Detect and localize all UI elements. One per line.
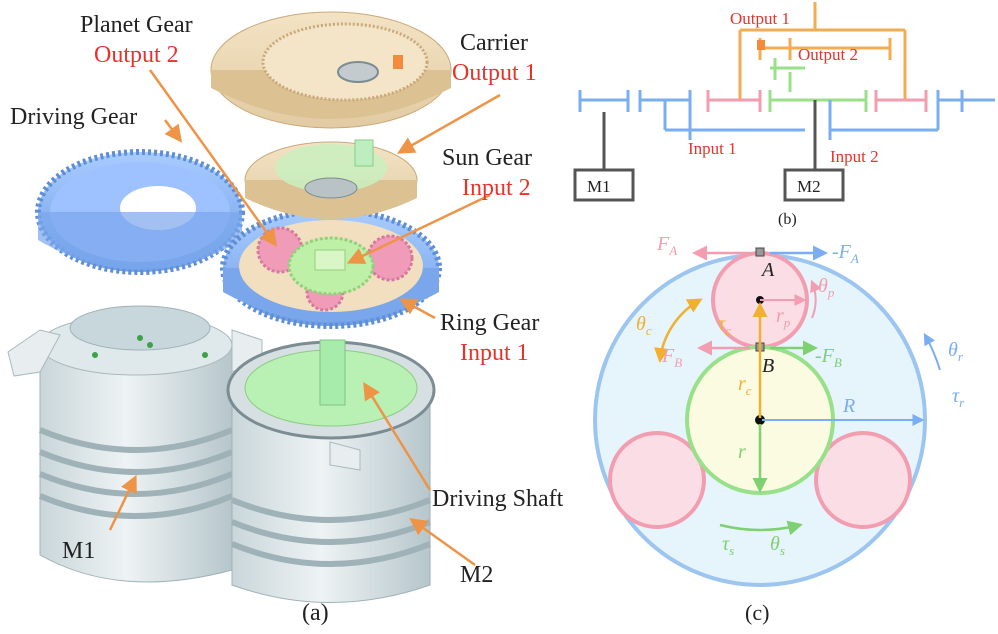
caption-c: (c) [745,600,769,625]
label-sun-gear: Sun Gear [442,145,532,171]
symbol-neg-fb: -FB [815,345,842,370]
m2-box [783,168,845,202]
caption-a: (a) [302,600,329,626]
label-sun-gear-role: Input 2 [462,175,531,201]
symbol-theta-p: θp [818,275,835,300]
label-m1: M1 [62,538,95,564]
symbol-big-r: R [842,395,855,417]
driving-gear-shape [35,149,245,275]
label-planet-gear: Planet Gear [80,12,193,38]
output-ring-shape [210,11,452,129]
symbol-r: r [738,441,746,463]
planet-gears [706,90,928,112]
label-driving-gear: Driving Gear [10,104,137,130]
symbol-rp: rp [776,305,791,330]
label-ring-gear-role: Input 1 [460,340,529,366]
symbol-fb: FB [661,345,682,370]
symbol-point-a: A [760,259,775,281]
symbol-fa: FA [656,233,677,258]
panel-b-labels: Output 1 Output 2 Input 1 Input 2 M1 M2 … [587,9,879,228]
label-ring-gear: Ring Gear [440,310,539,336]
planet-circle-right [814,431,912,529]
symbol-theta-s: θs [770,533,785,558]
contact-point-a [755,247,765,257]
label-planet-gear-role: Output 2 [94,42,179,68]
label-m2-schematic: M2 [797,177,821,196]
theta-s-arc [719,520,803,536]
motor-m1-body [7,305,263,583]
output2-marker [757,40,765,50]
symbol-tau-r: τr [952,385,965,410]
panel-a-illustration: Planet Gear Output 2 Carrier Output 1 Dr… [7,11,564,626]
label-m1-schematic: M1 [587,177,611,196]
symbol-neg-fa: -FA [832,241,859,266]
label-m2: M2 [460,562,493,588]
label-carrier: Carrier [460,30,528,56]
panel-c-diagram [593,245,941,587]
input1-path [578,90,995,140]
theta-c-arc [654,298,703,363]
symbol-rc: rc [738,373,752,398]
ring-gear-shape [220,207,442,329]
label-input2: Input 2 [830,147,879,166]
theta-r-arc [923,332,941,371]
sun-center [755,415,765,425]
label-input1: Input 1 [688,139,737,158]
panel-c-labels: FA -FA A θp rp τc θc FB -FB B rc r R θr … [636,233,965,625]
sun-gear-path [768,58,868,112]
theta-p-arc [810,279,822,319]
label-carrier-role: Output 1 [452,60,537,86]
caption-b: (b) [778,211,797,228]
label-output2: Output 2 [798,45,858,64]
m1-box [573,168,635,202]
panel-b-schematic [573,2,995,202]
motor-m2-body [226,339,436,603]
carrier-shape [244,139,418,219]
symbol-tau-c: τc [718,313,731,338]
label-driving-shaft: Driving Shaft [432,486,564,512]
symbol-theta-c: θc [636,313,652,338]
symbol-theta-r: θr [948,339,964,364]
planet-circle-left [608,431,706,529]
symbol-tau-s: τs [722,533,734,558]
symbol-point-b: B [762,355,774,377]
label-output1: Output 1 [730,9,790,28]
panel-a-labels: Planet Gear Output 2 Carrier Output 1 Dr… [10,12,564,626]
leader-lines [108,69,501,567]
